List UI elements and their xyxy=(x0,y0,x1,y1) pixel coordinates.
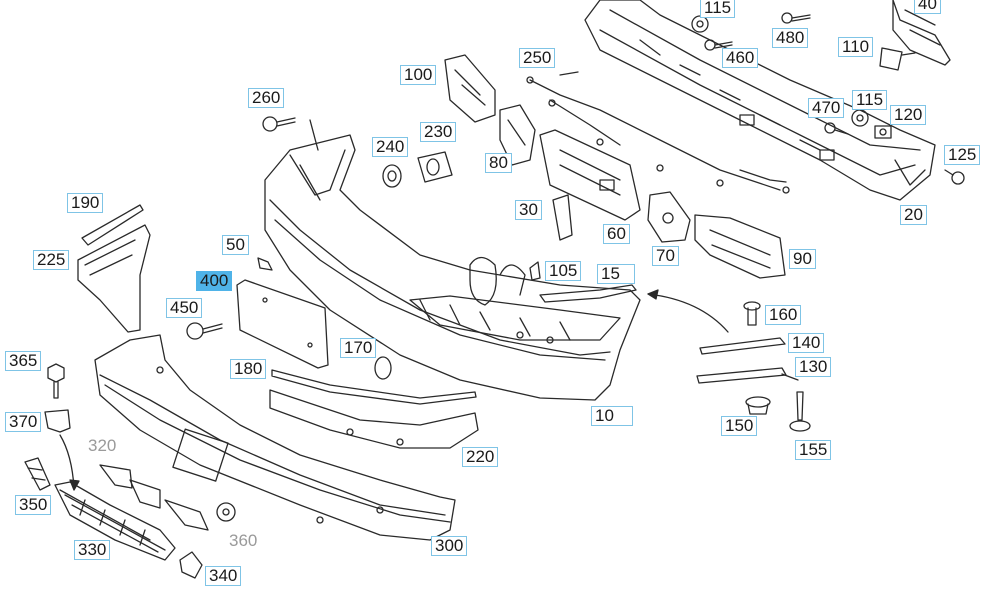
grille-330[interactable] xyxy=(54,481,176,561)
callout-330[interactable]: 330 xyxy=(74,540,111,560)
callout-60[interactable]: 60 xyxy=(603,224,630,244)
callout-80[interactable]: 80 xyxy=(485,153,512,173)
callout-360[interactable]: 360 xyxy=(229,531,258,550)
callout-100[interactable]: 100 xyxy=(400,65,437,85)
clip-110[interactable] xyxy=(879,47,916,71)
callout-30[interactable]: 30 xyxy=(515,200,542,220)
callout-370[interactable]: 370 xyxy=(5,412,42,432)
bracket-30[interactable] xyxy=(552,194,573,241)
callout-220[interactable]: 220 xyxy=(462,447,499,467)
bracket-80[interactable] xyxy=(499,104,536,166)
callout-125[interactable]: 125 xyxy=(944,145,981,165)
screw-450[interactable] xyxy=(186,322,223,340)
callout-140[interactable]: 140 xyxy=(788,333,825,353)
bolt-125[interactable] xyxy=(944,169,965,185)
callout-260[interactable]: 260 xyxy=(248,88,285,108)
callout-15[interactable]: 15 xyxy=(597,264,635,284)
callout-20[interactable]: 20 xyxy=(900,205,927,225)
bracket-90[interactable] xyxy=(694,214,786,279)
grommet-150[interactable] xyxy=(745,396,771,415)
strip-140[interactable] xyxy=(699,337,786,355)
callout-190[interactable]: 190 xyxy=(67,193,104,213)
grille-340[interactable] xyxy=(179,551,203,579)
screw-155[interactable] xyxy=(789,391,811,432)
mount-60[interactable] xyxy=(539,129,641,221)
buffer-230[interactable] xyxy=(417,151,453,183)
bracket-40[interactable] xyxy=(892,0,951,66)
wiring-harness-250[interactable] xyxy=(526,71,790,194)
bumper-reinforcement-beam[interactable] xyxy=(584,0,936,201)
callout-120[interactable]: 120 xyxy=(890,105,927,125)
callout-105[interactable]: 105 xyxy=(545,261,582,281)
callout-350[interactable]: 350 xyxy=(15,495,52,515)
callout-90[interactable]: 90 xyxy=(789,249,816,269)
callout-240[interactable]: 240 xyxy=(372,137,409,157)
lower-bumper-300[interactable] xyxy=(94,334,456,541)
strip-15[interactable] xyxy=(539,284,637,303)
callout-450[interactable]: 450 xyxy=(166,298,203,318)
strip-130[interactable] xyxy=(696,367,799,384)
callout-160[interactable]: 160 xyxy=(765,305,802,325)
callout-115-right[interactable]: 115 xyxy=(852,90,888,110)
washer-115[interactable] xyxy=(851,109,869,127)
strip-220[interactable] xyxy=(269,389,479,449)
callout-110[interactable]: 110 xyxy=(838,37,874,57)
bolt-470[interactable] xyxy=(824,122,849,135)
cap-170[interactable] xyxy=(374,356,392,380)
nut-115[interactable] xyxy=(691,15,709,33)
callout-460[interactable]: 460 xyxy=(722,48,759,68)
bolt-260[interactable] xyxy=(262,116,319,151)
callout-400[interactable]: 400 xyxy=(196,271,233,291)
callout-115-top[interactable]: 115 xyxy=(700,0,736,18)
callout-155[interactable]: 155 xyxy=(795,440,832,460)
callout-130[interactable]: 130 xyxy=(795,357,832,377)
assembly-arrow xyxy=(647,289,729,333)
buffer-240[interactable] xyxy=(382,164,402,188)
callout-150[interactable]: 150 xyxy=(721,416,758,436)
callout-225[interactable]: 225 xyxy=(33,250,70,270)
molding-180[interactable] xyxy=(271,369,477,405)
callout-170[interactable]: 170 xyxy=(340,338,377,358)
bracket-100[interactable] xyxy=(444,54,496,123)
bumper-cover-10[interactable] xyxy=(264,134,641,401)
callout-230[interactable]: 230 xyxy=(420,122,457,142)
bracket-70[interactable] xyxy=(647,191,691,243)
callout-180[interactable]: 180 xyxy=(230,359,267,379)
callout-300[interactable]: 300 xyxy=(431,536,468,556)
callout-250[interactable]: 250 xyxy=(519,48,556,68)
strip-190[interactable] xyxy=(81,204,144,246)
callout-320[interactable]: 320 xyxy=(88,436,117,455)
clip-105[interactable] xyxy=(529,261,541,281)
nut-120[interactable] xyxy=(874,125,892,139)
license-plate-base-400[interactable] xyxy=(236,279,329,369)
callout-340[interactable]: 340 xyxy=(205,566,242,586)
grille-350[interactable] xyxy=(24,457,51,491)
callout-480[interactable]: 480 xyxy=(772,28,809,48)
callout-70[interactable]: 70 xyxy=(652,246,679,266)
callout-50[interactable]: 50 xyxy=(222,235,249,255)
bolt-365[interactable] xyxy=(47,363,65,399)
clip-370[interactable] xyxy=(44,409,71,433)
clip-50[interactable] xyxy=(257,257,273,271)
callout-40[interactable]: 40 xyxy=(914,0,941,14)
bolt-480[interactable] xyxy=(781,12,811,24)
clip-160[interactable] xyxy=(743,301,761,326)
bolt-460[interactable] xyxy=(704,39,733,51)
callout-365[interactable]: 365 xyxy=(5,351,42,371)
callout-10[interactable]: 10 xyxy=(591,406,633,426)
grille-360[interactable] xyxy=(99,464,236,531)
callout-470[interactable]: 470 xyxy=(808,98,845,118)
strip-225[interactable] xyxy=(77,224,151,333)
